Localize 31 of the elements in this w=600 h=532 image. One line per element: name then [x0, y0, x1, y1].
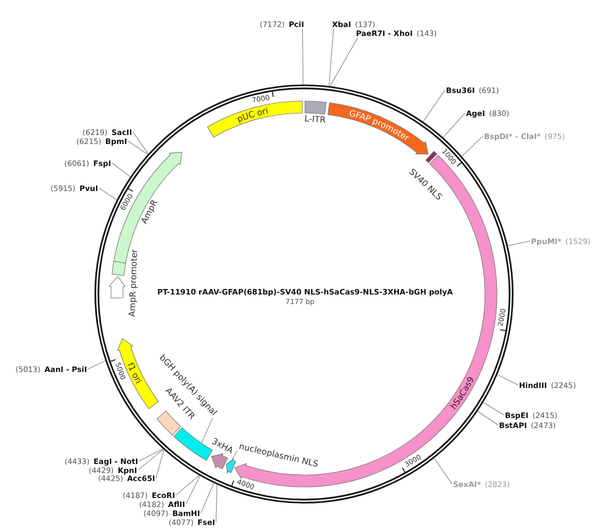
leader-line [483, 402, 504, 416]
leader-line [88, 360, 106, 370]
leader-line [112, 162, 131, 178]
leader-line [232, 450, 238, 460]
leader-line [201, 418, 213, 444]
leader-line [302, 28, 304, 85]
leader-line [477, 410, 498, 426]
leader-line [156, 449, 164, 478]
feature-label: L-ITR [304, 114, 326, 126]
leader-line [422, 90, 446, 122]
leader-line [200, 482, 214, 514]
leader-line [462, 136, 484, 157]
feature-label: AmpR promoter [128, 249, 140, 317]
leader-line [132, 132, 149, 154]
feature-block [174, 427, 213, 461]
feature-label: pUC ori [236, 106, 270, 125]
leader-line [186, 476, 200, 504]
leader-line [442, 112, 466, 138]
leader-line [138, 448, 164, 470]
leader-line [138, 448, 164, 462]
leader-line [98, 188, 118, 200]
leader-line [434, 458, 452, 484]
leader-line [508, 240, 530, 246]
leader-line [216, 484, 218, 522]
leader-line [328, 28, 334, 86]
feature-label: f1 ori [124, 361, 143, 386]
leader-line [176, 475, 200, 496]
leader-line [330, 38, 358, 86]
leader-line [497, 374, 518, 386]
leader-line [128, 140, 148, 155]
directional-feature [226, 458, 236, 474]
